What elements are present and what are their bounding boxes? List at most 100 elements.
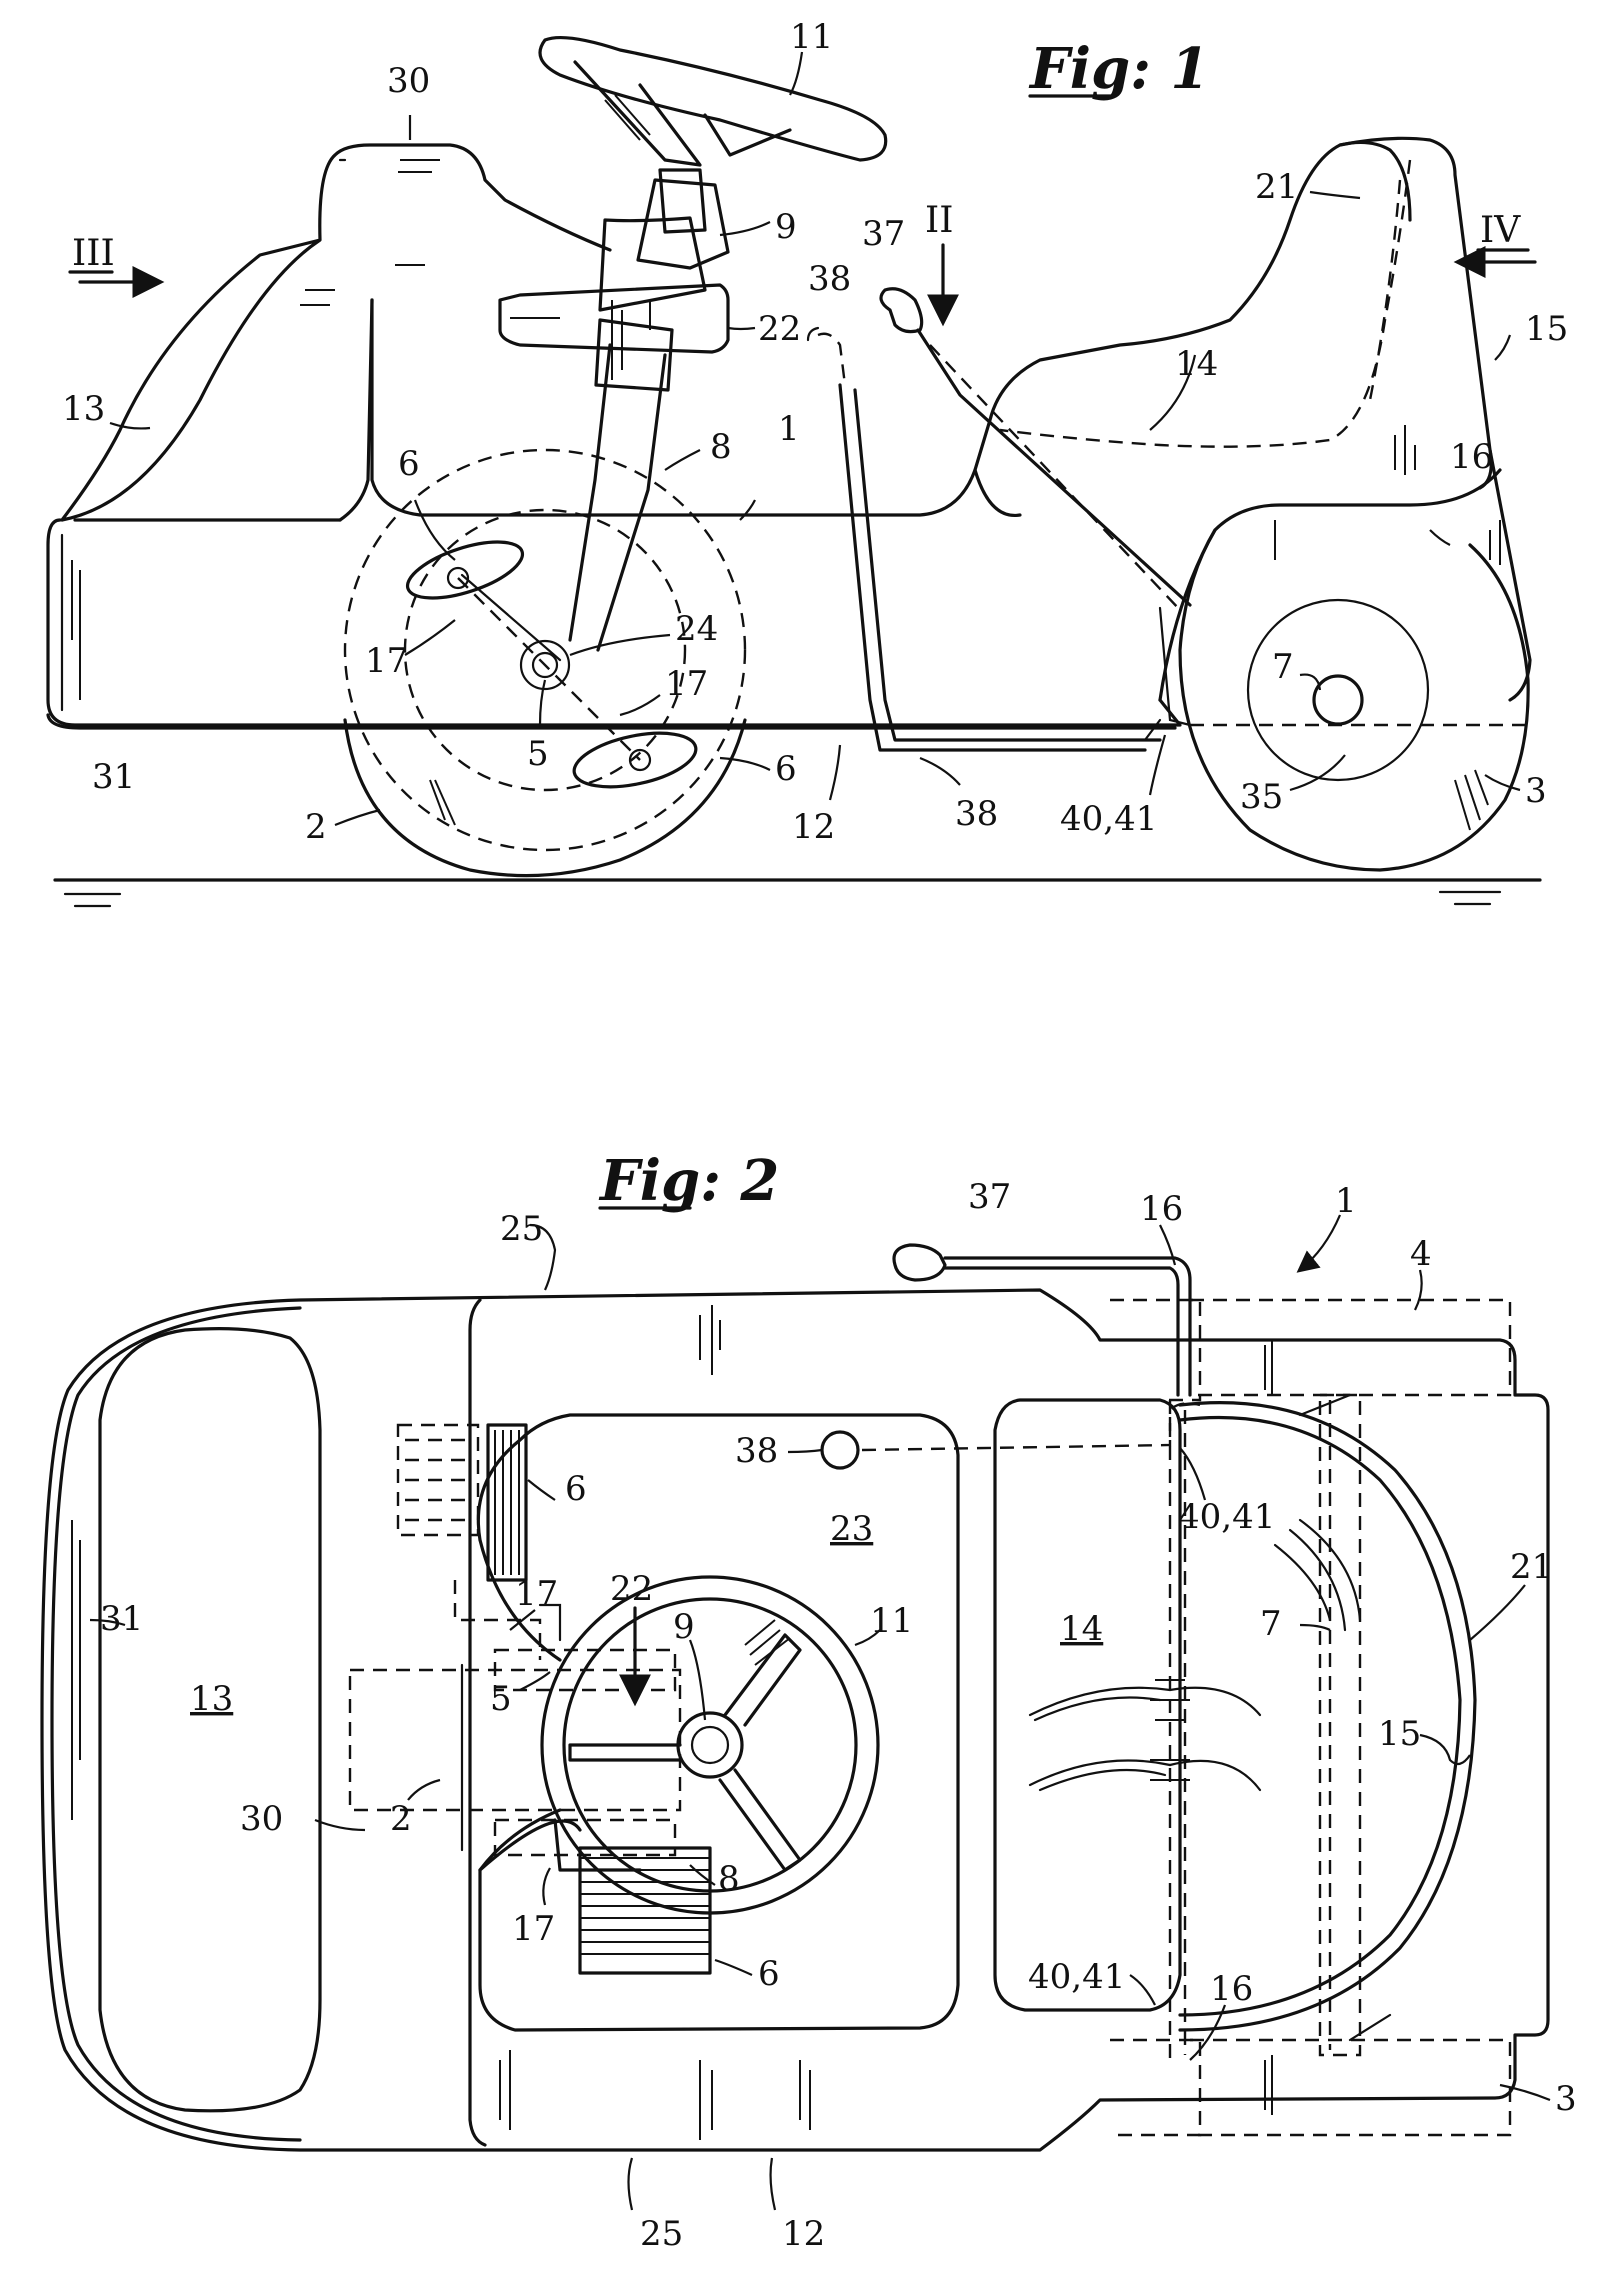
pedal-hatch-lower [580, 1857, 710, 1955]
label-16: 16 [1450, 437, 1493, 477]
view-marker-ii: II [925, 200, 959, 327]
label-17-top-lower: 17 [512, 1909, 555, 1949]
label-25-top: 25 [500, 1209, 543, 1249]
ground-line [53, 878, 1542, 908]
cowl-front-face [338, 298, 374, 522]
fig1-labels: 30 11 9 22 21 37 38 14 15 13 8 1 16 6 24… [62, 17, 1568, 847]
seat-dashed-outline [999, 159, 1412, 448]
seat-cushion-dashed [1368, 179, 1402, 401]
label-6-top-lower: 6 [758, 1954, 780, 1994]
label-11: 11 [790, 17, 833, 57]
rear-wheel [1178, 528, 1535, 872]
label-5: 5 [527, 734, 549, 774]
label-12: 12 [792, 807, 835, 847]
label-2-top: 2 [390, 1799, 412, 1839]
label-35: 35 [1240, 777, 1283, 817]
front-cowl [60, 143, 612, 522]
label-24: 24 [675, 609, 718, 649]
label-7: 7 [1272, 647, 1294, 687]
label-38: 38 [808, 259, 851, 299]
label-5-top: 5 [490, 1679, 512, 1719]
label-16-top-lower: 16 [1210, 1969, 1253, 2009]
label-1: 1 [778, 409, 800, 449]
steering-wheel [538, 35, 888, 234]
label-40-41-top: 40,41 [1178, 1497, 1275, 1537]
label-16-top: 16 [1140, 1189, 1183, 1229]
label-8: 8 [710, 427, 732, 467]
rear-wheels-top [1110, 1298, 1512, 2137]
seat-box-22 [498, 283, 730, 354]
pedals-top [396, 1423, 712, 1975]
levers-top [820, 1243, 1201, 1470]
figure-1-title: Fig: 1 [1028, 36, 1209, 102]
pedal-hatch-upper [494, 1430, 520, 1575]
label-15: 15 [1525, 309, 1568, 349]
view-label-iv: IV [1480, 210, 1521, 251]
seat-base-curve [973, 468, 1022, 518]
label-2: 2 [305, 807, 327, 847]
label-8-top: 8 [718, 1859, 740, 1899]
steering-wheel-top [540, 1575, 880, 1915]
label-7-top: 7 [1260, 1604, 1282, 1644]
figure-2-title: Fig: 2 [598, 1148, 779, 1214]
fig2-leader-lines [89, 1214, 1551, 2211]
label-1-top: 1 [1335, 1181, 1357, 1221]
pedal-assembly [405, 540, 698, 789]
figure-2-top-view: Fig: 2 [40, 1148, 1577, 2254]
label-14: 14 [1175, 344, 1218, 384]
figure-1-side-view: Fig: 1 [46, 17, 1568, 908]
label-21-top: 21 [1510, 1547, 1553, 1587]
label-22: 22 [758, 309, 801, 349]
frame-12 [468, 1298, 487, 2147]
rear-panel-15 [1488, 448, 1532, 702]
label-38-lower: 38 [955, 794, 998, 834]
pedal-dashed-alt [396, 1423, 480, 1537]
label-3-top: 3 [1555, 2079, 1577, 2119]
label-40-41-top-lower: 40,41 [1028, 1957, 1125, 1997]
body-side [370, 136, 1493, 517]
body-hull-bottom [46, 713, 1177, 730]
label-17-right: 17 [665, 664, 708, 704]
label-23: 23 [830, 1509, 873, 1549]
label-13: 13 [62, 389, 105, 429]
body-hull [46, 518, 1182, 727]
label-11-top: 11 [870, 1601, 913, 1641]
label-4: 4 [1410, 1234, 1432, 1274]
label-40-41: 40,41 [1060, 799, 1157, 839]
label-17-left: 17 [365, 641, 408, 681]
seat-back [1338, 140, 1412, 222]
label-31-top: 31 [100, 1599, 143, 1639]
body-outline-inner [50, 1306, 302, 2142]
label-14-top: 14 [1060, 1609, 1103, 1649]
label-9-top: 9 [673, 1607, 695, 1647]
label-3: 3 [1525, 771, 1547, 811]
body-outline-top [40, 1288, 1550, 2152]
label-30: 30 [387, 61, 430, 101]
levers [806, 287, 1192, 752]
label-9: 9 [775, 207, 797, 247]
view-marker-iii: III [68, 233, 165, 298]
label-21: 21 [1255, 167, 1298, 207]
front-wheel [343, 448, 747, 878]
linkage-top [348, 1580, 682, 1872]
label-17-top-upper: 17 [515, 1574, 558, 1614]
fig2-labels: 37 16 1 25 4 38 23 40,41 6 17 22 9 11 14… [100, 1177, 1577, 2254]
label-22-top: 22 [610, 1569, 653, 1609]
bumper-pad [98, 1327, 322, 2113]
view-marker-iv: IV [1453, 210, 1537, 278]
label-12-top: 12 [782, 2214, 825, 2254]
label-15-top: 15 [1378, 1714, 1421, 1754]
view-label-iii: III [72, 233, 115, 274]
label-25-bottom: 25 [640, 2214, 683, 2254]
label-13-top: 13 [190, 1679, 233, 1719]
steering-column [568, 178, 730, 652]
label-37: 37 [862, 214, 905, 254]
rear-fender [1158, 468, 1502, 702]
label-6-upper: 6 [398, 444, 420, 484]
label-6-top-upper: 6 [565, 1469, 587, 1509]
label-30-top: 30 [240, 1799, 283, 1839]
view-label-ii: II [925, 200, 953, 241]
label-31: 31 [92, 757, 135, 797]
label-37-top: 37 [968, 1177, 1011, 1217]
